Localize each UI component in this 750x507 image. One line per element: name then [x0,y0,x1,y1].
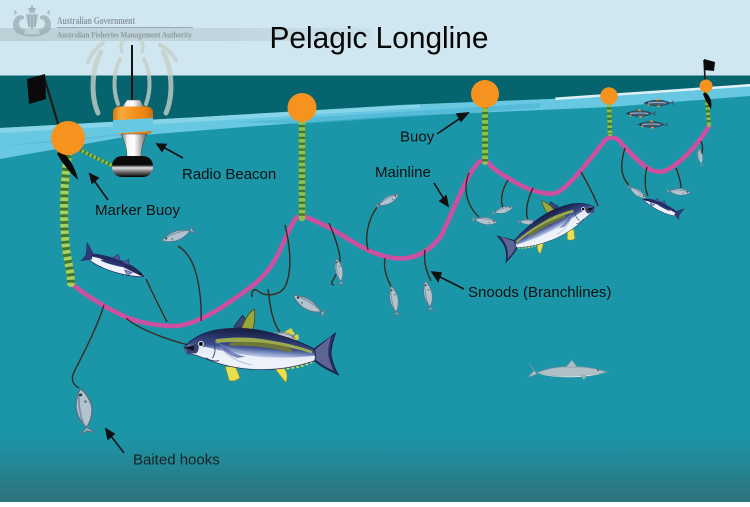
svg-text:Snoods (Branchlines): Snoods (Branchlines) [468,284,611,301]
svg-text:Pelagic Longline: Pelagic Longline [270,21,489,55]
svg-text:Marker Buoy: Marker Buoy [95,202,181,219]
svg-text:Mainline: Mainline [375,164,431,181]
svg-text:Australian Fisheries Managemen: Australian Fisheries Management Authorit… [57,30,193,40]
svg-text:Australian Government: Australian Government [57,16,136,27]
svg-text:Radio Beacon: Radio Beacon [182,166,276,183]
svg-text:Buoy: Buoy [400,129,435,146]
